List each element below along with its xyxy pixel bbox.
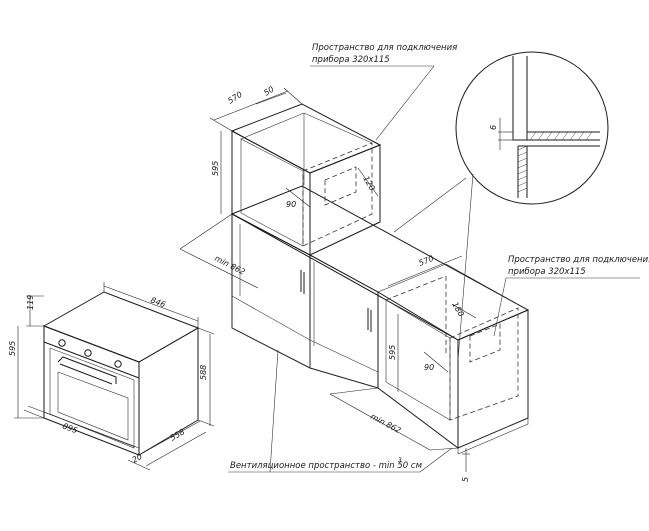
base-cabinets	[230, 185, 530, 389]
dim-lower-min: min 862	[369, 412, 402, 435]
dim-upper-50: 50	[262, 85, 275, 98]
knob-icon	[58, 339, 66, 347]
dim-upper-120: 120	[361, 175, 376, 193]
detail-circle	[455, 51, 609, 205]
dim-20: 20	[131, 452, 144, 465]
note-ventilation: Вентиляционное пространство - min 50 см	[230, 461, 423, 471]
oven-handle	[57, 356, 117, 385]
oven-unit: 846 119 595 588 895 558 20	[8, 282, 215, 471]
knob-icon	[84, 349, 92, 357]
dim-lower-90: 90	[424, 363, 434, 372]
dim-558: 558	[169, 427, 187, 442]
dim-595: 595	[8, 341, 17, 356]
dim-detail-6: 6	[489, 125, 498, 130]
dim-lower-570: 570	[417, 254, 435, 268]
dim-lower-180: 180	[450, 301, 465, 319]
note-top-line2: прибора 320х115	[312, 55, 390, 65]
dim-bottom-5: 5	[461, 477, 470, 482]
detail-view: 6	[393, 51, 609, 361]
notes: Пространство для подключения прибора 320…	[228, 43, 649, 473]
dim-upper-570: 570	[226, 90, 244, 106]
dim-upper-595: 595	[211, 161, 220, 176]
dim-upper-min: min 862	[213, 254, 246, 277]
dim-119: 119	[26, 295, 35, 310]
knob-icon	[114, 360, 122, 368]
note-top-line1: Пространство для подключения	[312, 43, 457, 53]
dim-846: 846	[149, 295, 166, 309]
note-superscript: 3	[398, 457, 402, 464]
note-right-line1: Пространство для подключения	[508, 255, 649, 265]
dim-lower-595: 595	[388, 345, 397, 360]
lower-niche: 570 180 595 90 min 862 5	[329, 254, 529, 482]
dim-588: 588	[199, 365, 208, 380]
dim-upper-90: 90	[286, 200, 296, 209]
upper-cabinet: 570 50 595 120 90 min 862	[179, 85, 382, 289]
note-right-line2: прибора 320х115	[508, 267, 586, 277]
dim-895: 895	[61, 421, 78, 435]
